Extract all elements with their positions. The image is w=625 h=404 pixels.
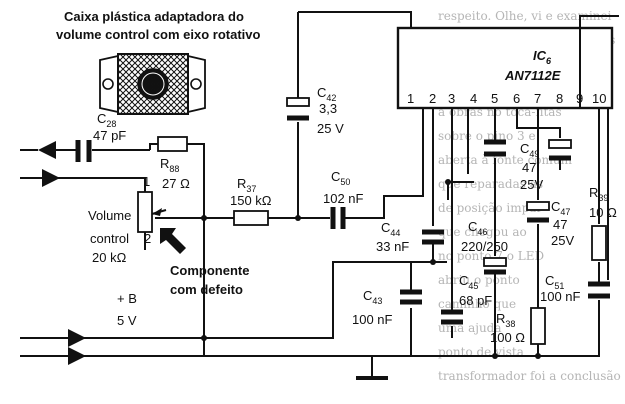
ic6-pin-4: 4 [470, 91, 477, 106]
c45-ref: C45 [459, 273, 478, 291]
r39-value: 10 Ω [589, 205, 617, 220]
background-text-line: no ponto 7 o LED [438, 249, 544, 263]
input-arrow-1 [20, 141, 56, 159]
c44-value: 33 nF [376, 239, 409, 254]
r38-resistor [530, 307, 546, 345]
supply-arrow-2 [20, 347, 86, 365]
ic6-ref: IC6 [533, 48, 552, 66]
c44-capacitor [422, 229, 444, 245]
defect-label-line1: Componente [170, 263, 249, 278]
c42-value2: 25 V [317, 121, 344, 136]
volume-potentiometer [137, 191, 167, 233]
ic6-pin-7: 7 [534, 91, 541, 106]
r88-value: 27 Ω [162, 176, 190, 191]
pot-pin1-label: 1 [143, 174, 150, 189]
supply-arrow-1 [20, 329, 86, 347]
c42-ref: C42 [317, 85, 336, 103]
c28-ref: C28 [97, 111, 116, 129]
input-arrow-2 [20, 169, 60, 187]
background-text-line: sobre o pino 3 e [438, 129, 536, 143]
supply-label-line1: + B [117, 291, 137, 306]
r39-resistor [591, 225, 607, 261]
ic6-pin-2: 2 [429, 91, 436, 106]
c42-value1: 3,3 [319, 101, 337, 116]
c43-capacitor [400, 289, 422, 305]
box-label-line2: volume control com eixo rotativo [56, 27, 260, 42]
c51-value: 100 nF [540, 289, 581, 304]
volume-control-line1: Volume [88, 208, 131, 223]
background-text-line: caminho que [438, 297, 516, 311]
defect-label-line2: com defeito [170, 282, 243, 297]
c50-value: 102 nF [323, 191, 364, 206]
r39-ref: R39 [589, 185, 608, 203]
background-text-line: transformador foi a conclusão [438, 369, 621, 383]
c45-capacitor [441, 309, 463, 325]
supply-label-line2: 5 V [117, 313, 137, 328]
box-label-line1: Caixa plástica adaptadora do [64, 9, 244, 24]
c50-ref: C50 [331, 169, 350, 187]
c51-capacitor [588, 281, 610, 299]
ic6-pin-1: 1 [407, 91, 414, 106]
c46-value: 220/250 [461, 239, 508, 254]
background-text-line: que reparadas as [438, 177, 543, 191]
background-text-line: abriu o ponto [438, 273, 520, 287]
ic6-pin-10: 10 [592, 91, 606, 106]
c42-capacitor [286, 97, 310, 121]
c49-ref: C49 [520, 141, 539, 159]
c50-capacitor [330, 207, 346, 229]
background-text-line: respeito. Olhe, vi e examinei [438, 9, 612, 23]
r37-value: 150 kΩ [230, 193, 272, 208]
c44-ref: C44 [381, 220, 400, 238]
c43-ref: C43 [363, 288, 382, 306]
ic6-pin-8: 8 [556, 91, 563, 106]
ic6-block [396, 26, 614, 110]
c28-capacitor [75, 140, 92, 162]
junction-dots [201, 179, 541, 359]
c43-value: 100 nF [352, 312, 393, 327]
c51-ref: C51 [545, 273, 564, 291]
ic6-pin-3: 3 [448, 91, 455, 106]
ic6-pin-5: 5 [491, 91, 498, 106]
adapter-box-illustration [99, 53, 206, 115]
r37-ref: R37 [237, 176, 256, 194]
ic6-pin-6: 6 [513, 91, 520, 106]
background-text-line: de posição impar [438, 201, 542, 215]
defect-arrow [160, 228, 186, 254]
c28-value: 47 pF [93, 128, 126, 143]
r38-value: 100 Ω [490, 330, 525, 345]
r88-ref: R88 [160, 156, 179, 174]
c47-value2: 25V [551, 233, 574, 248]
volume-control-value: 20 kΩ [92, 250, 127, 265]
r38-ref: R38 [496, 311, 515, 329]
c47-capacitor [526, 201, 550, 223]
c49-value2: 25V [520, 177, 543, 192]
c46-capacitor [484, 139, 506, 157]
pot-pin2-label: 2 [144, 231, 151, 246]
background-text-line: que chegou ao [438, 225, 527, 239]
volume-control-line2: control [90, 231, 129, 246]
c49-value1: 47 [522, 160, 536, 175]
c47-value1: 47 [553, 217, 567, 232]
c47-ref: C47 [551, 199, 570, 217]
c46-electrolytic [483, 257, 507, 275]
c45-value: 68 pF [459, 293, 492, 308]
r88-resistor [157, 136, 188, 152]
r37-resistor [233, 210, 269, 226]
c49-capacitor [548, 139, 572, 161]
c46-ref: C46 [468, 219, 487, 237]
ic6-part-number: AN7112E [504, 68, 561, 83]
